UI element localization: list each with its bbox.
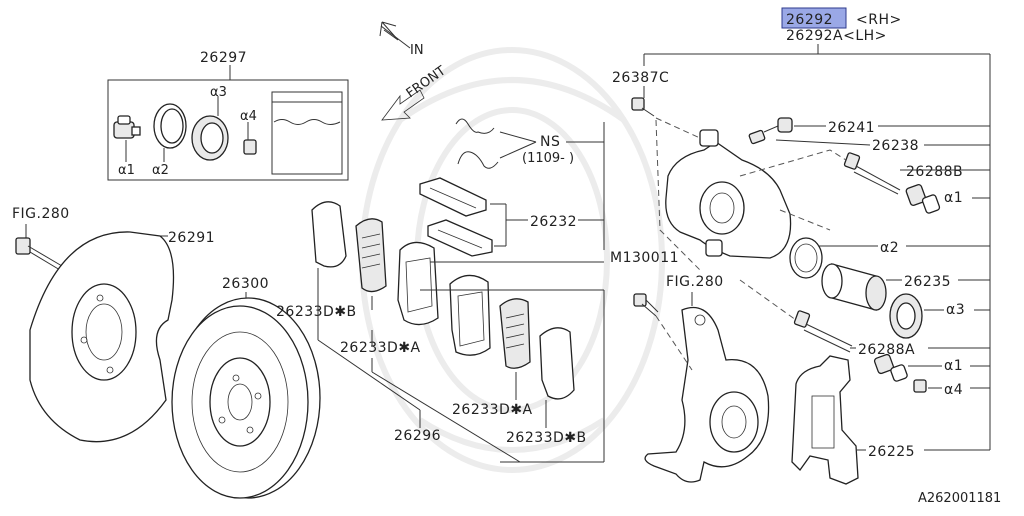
reference-code: A262001181	[918, 491, 1001, 506]
label-26232: 26232	[530, 214, 577, 230]
kit-boot-a1	[113, 115, 141, 139]
label-26297: 26297	[200, 50, 247, 66]
label-26300: 26300	[222, 276, 269, 292]
label-26241: 26241	[828, 120, 875, 136]
label-a3-right: α3	[946, 302, 965, 318]
disc-rotor-26300	[171, 297, 321, 499]
label-26288b: 26288B	[906, 164, 963, 180]
pad-5	[499, 298, 531, 369]
kit-seal-a3	[191, 115, 229, 161]
guide-pin-26288a	[793, 310, 853, 353]
assembly-line-3	[739, 279, 797, 321]
label-26296: 26296	[394, 428, 441, 444]
label-26292a-lh: 26292A<LH>	[786, 28, 887, 44]
anti-rattle-spring-bottom	[457, 151, 499, 169]
label-26291: 26291	[168, 230, 215, 246]
pad-clip-bottom	[427, 219, 493, 257]
kit-cap-a4	[243, 139, 257, 155]
label-a1-right-bottom: α1	[944, 358, 963, 374]
pad-clip-top	[419, 177, 487, 217]
assembly-line-1	[655, 119, 701, 271]
label-fig280-right: FIG.280	[666, 274, 724, 290]
label-26233db-left: 26233D✱B	[276, 304, 357, 320]
dust-boot-a3	[889, 293, 923, 339]
backing-plate-26291	[29, 231, 175, 443]
pad-2	[355, 218, 387, 293]
label-fig280-left: FIG.280	[12, 206, 70, 222]
label-26238: 26238	[872, 138, 919, 154]
highlight-26292	[781, 7, 847, 29]
label-26387c: 26387C	[612, 70, 669, 86]
boot-a1-top	[905, 184, 941, 214]
pad-3	[397, 241, 439, 326]
pad-shim-1	[311, 201, 347, 268]
caliper-body	[665, 129, 792, 259]
anti-rattle-spring-top	[455, 118, 495, 134]
label-a2-right: α2	[880, 240, 899, 256]
label-kit-a1: α1	[118, 163, 135, 178]
label-kit-a3: α3	[210, 85, 227, 100]
label-26292: 26292	[786, 12, 833, 28]
label-26233da-left: 26233D✱A	[340, 340, 421, 356]
boot-a1-bottom	[873, 353, 908, 382]
bleeder-screw-26238	[748, 125, 779, 145]
steering-knuckle	[644, 306, 770, 483]
label-a1-right-top: α1	[944, 190, 963, 206]
piston-seal-a2	[789, 237, 823, 279]
label-26233db-right: 26233D✱B	[506, 430, 587, 446]
label-kit-a2: α2	[152, 163, 169, 178]
piston-26235	[821, 263, 887, 311]
bolt-left	[15, 237, 63, 271]
bolt-knuckle	[633, 293, 659, 317]
label-a4-right: α4	[944, 382, 963, 398]
direction-in-label: IN	[410, 43, 424, 58]
label-m130011: M130011	[610, 250, 679, 266]
assembly-line-4	[779, 209, 831, 231]
label-kit-a4: α4	[240, 109, 257, 124]
seal-kit-box	[107, 79, 349, 181]
direction-in-arrow	[379, 21, 411, 49]
cap-26241	[777, 117, 793, 133]
label-26233da-right: 26233D✱A	[452, 402, 533, 418]
assembly-line-2	[739, 149, 847, 177]
kit-ring-a2	[153, 103, 187, 149]
label-26225: 26225	[868, 444, 915, 460]
label-ns: NS	[540, 134, 560, 150]
guide-pin-26288b	[843, 152, 901, 195]
label-26292-rh: <RH>	[856, 12, 902, 28]
label-26235: 26235	[904, 274, 951, 290]
label-26288a: 26288A	[858, 342, 915, 358]
pad-4	[449, 274, 491, 356]
caliper-bracket-26225	[791, 355, 859, 485]
direction-front-arrow	[381, 89, 425, 121]
cap-a4	[913, 379, 927, 393]
bleeder-26387c	[631, 97, 655, 117]
label-ns-date: (1109- )	[522, 151, 574, 166]
grease-packet	[271, 91, 343, 175]
pad-shim-6	[539, 327, 575, 400]
